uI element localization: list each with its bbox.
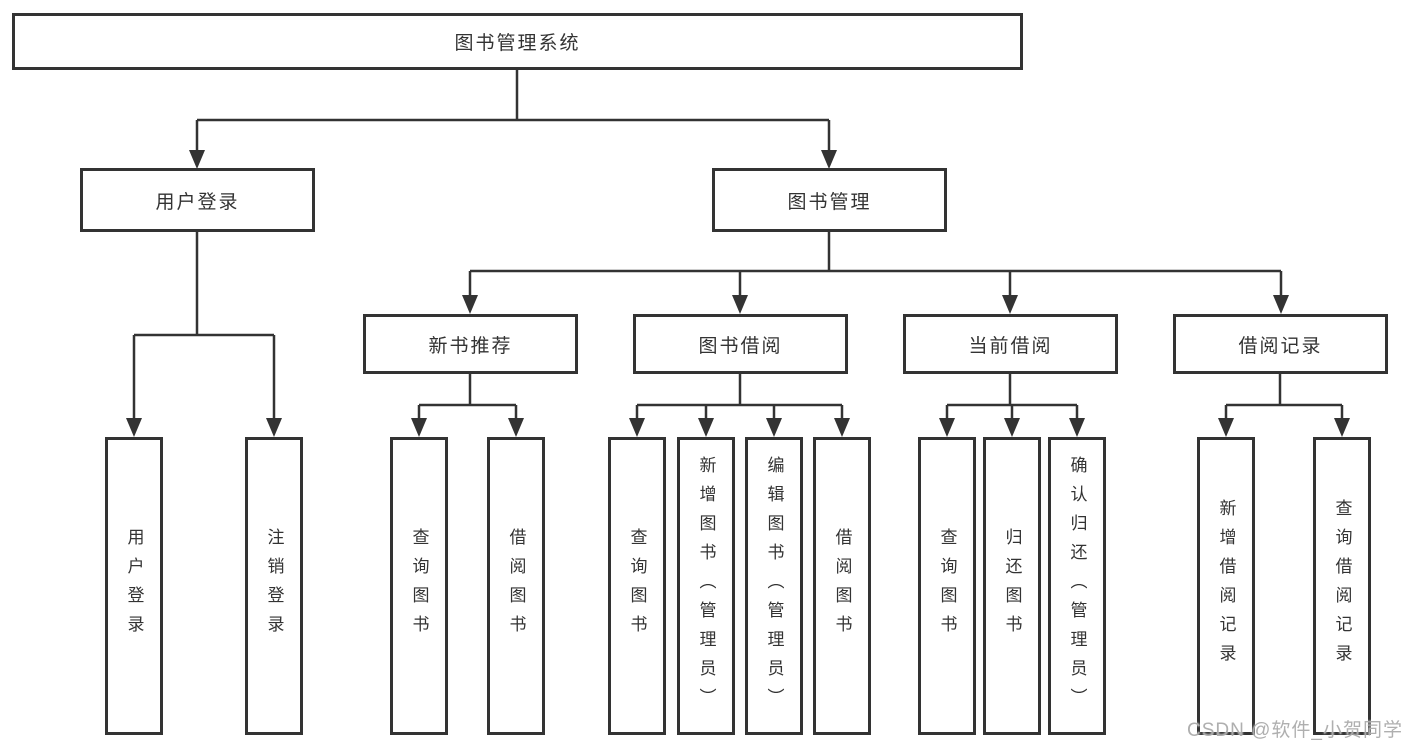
node-label: 图书借阅 <box>698 335 783 357</box>
node-label: 用户登录 <box>155 191 240 213</box>
leaf-logout: 注销登录 <box>245 437 303 735</box>
watermark: CSDN @软件_小贺同学 <box>1187 720 1403 741</box>
leaf-label: 借阅图书 <box>506 528 526 644</box>
node-label: 新书推荐 <box>428 335 513 357</box>
leaf-label: 确认归还（管理员） <box>1067 455 1087 717</box>
leaf-add-borrow-record: 新增借阅记录 <box>1197 437 1255 735</box>
leaf-edit-book-admin: 编辑图书（管理员） <box>745 437 803 735</box>
leaf-label: 查询图书 <box>937 528 957 644</box>
node-label: 图书管理系统 <box>454 33 581 54</box>
leaf-query-book-borrow: 查询图书 <box>608 437 666 735</box>
node-borrow-record: 借阅记录 <box>1173 314 1388 374</box>
node-library-system: 图书管理系统 <box>12 13 1023 70</box>
leaf-label: 借阅图书 <box>832 528 852 644</box>
node-label: 当前借阅 <box>968 335 1053 357</box>
leaf-query-book-current: 查询图书 <box>918 437 976 735</box>
node-new-book-recommend: 新书推荐 <box>363 314 578 374</box>
node-label: 借阅记录 <box>1238 335 1323 357</box>
node-book-borrow: 图书借阅 <box>633 314 848 374</box>
leaf-return-book: 归还图书 <box>983 437 1041 735</box>
leaf-query-book-recommend: 查询图书 <box>390 437 448 735</box>
leaf-label: 用户登录 <box>124 528 144 644</box>
leaf-label: 查询图书 <box>627 528 647 644</box>
leaf-add-book-admin: 新增图书（管理员） <box>677 437 735 735</box>
leaf-label: 查询借阅记录 <box>1332 499 1352 673</box>
leaf-label: 归还图书 <box>1002 528 1022 644</box>
leaf-label: 新增图书（管理员） <box>696 455 716 717</box>
leaf-user-login: 用户登录 <box>105 437 163 735</box>
leaf-confirm-return-admin: 确认归还（管理员） <box>1048 437 1106 735</box>
node-label: 图书管理 <box>787 191 872 213</box>
leaf-label: 新增借阅记录 <box>1216 499 1236 673</box>
leaf-label: 编辑图书（管理员） <box>764 455 784 717</box>
node-current-borrow: 当前借阅 <box>903 314 1118 374</box>
leaf-borrow-book: 借阅图书 <box>813 437 871 735</box>
node-book-management: 图书管理 <box>712 168 947 232</box>
leaf-borrow-book-recommend: 借阅图书 <box>487 437 545 735</box>
arrowhead-icons <box>126 150 1350 437</box>
leaf-label: 注销登录 <box>264 528 284 644</box>
leaf-label: 查询图书 <box>409 528 429 644</box>
node-user-login: 用户登录 <box>80 168 315 232</box>
leaf-query-borrow-record: 查询借阅记录 <box>1313 437 1371 735</box>
